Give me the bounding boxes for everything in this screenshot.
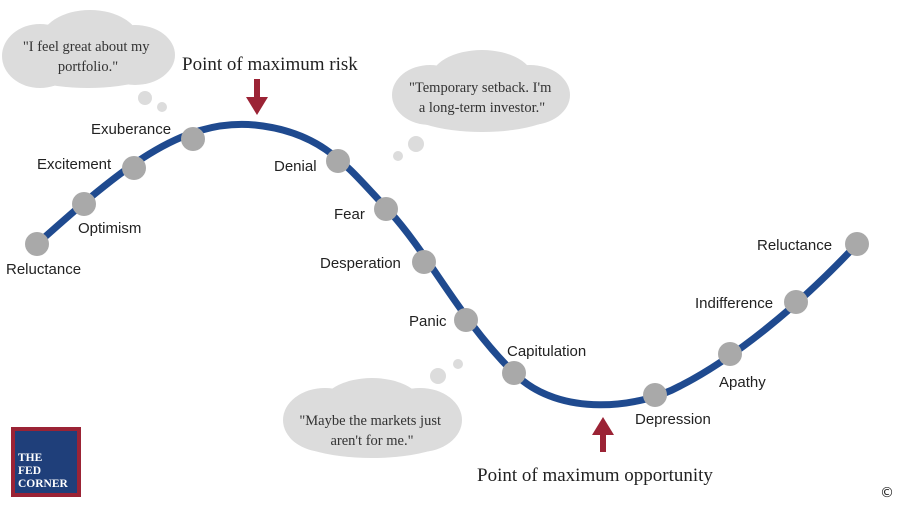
stage-dot-capitulation — [502, 361, 526, 385]
stage-dot-exuberance — [181, 127, 205, 151]
bubble-trail-dot — [393, 151, 403, 161]
down-arrow-icon — [246, 79, 268, 115]
max-opportunity-label: Point of maximum opportunity — [477, 465, 713, 486]
stage-label-fear: Fear — [334, 206, 365, 223]
stage-label-exuberance: Exuberance — [91, 121, 171, 138]
stage-dots — [25, 127, 869, 407]
stage-label-depression: Depression — [635, 411, 711, 428]
stage-dot-depression — [643, 383, 667, 407]
max-risk-label: Point of maximum risk — [182, 54, 358, 75]
stage-label-apathy: Apathy — [719, 374, 766, 391]
stage-dot-desperation — [412, 250, 436, 274]
stage-label-reluctance-start: Reluctance — [6, 261, 81, 278]
stage-label-reluctance-end: Reluctance — [757, 237, 832, 254]
bubble-trail-dot — [430, 368, 446, 384]
emotion-cycle-curve — [33, 120, 861, 409]
bubble-text: "I feel great about my portfolio." — [23, 39, 153, 75]
max-opportunity-callout: Point of maximum opportunity — [477, 417, 713, 486]
stage-label-denial: Denial — [274, 158, 317, 175]
bubble-trail-dot — [408, 136, 424, 152]
bubble-cloud — [402, 80, 562, 132]
stage-dot-apathy — [718, 342, 742, 366]
stage-dot-panic — [454, 308, 478, 332]
fed-corner-logo: THE FED CORNER — [11, 427, 81, 497]
stage-label-indifference: Indifference — [695, 295, 773, 312]
stage-label-capitulation: Capitulation — [507, 343, 586, 360]
thought-bubble-portfolio: "I feel great about my portfolio." — [2, 10, 175, 112]
bubble-trail-dot — [157, 102, 167, 112]
stage-label-desperation: Desperation — [320, 255, 401, 272]
bubble-trail-dot — [453, 359, 463, 369]
stage-dot-denial — [326, 149, 350, 173]
stage-dot-excitement — [122, 156, 146, 180]
stage-dot-indifference — [784, 290, 808, 314]
bubble-text: "Temporary setback. I'm a long-term inve… — [409, 80, 555, 116]
stage-dot-reluctance-end — [845, 232, 869, 256]
up-arrow-icon — [592, 417, 614, 452]
stage-dot-optimism — [72, 192, 96, 216]
thought-bubble-markets: "Maybe the markets just aren't for me." — [283, 359, 463, 458]
thought-bubble-setback: "Temporary setback. I'm a long-term inve… — [392, 50, 570, 161]
stage-dot-reluctance-start — [25, 232, 49, 256]
logo-inner — [15, 431, 77, 493]
bubble-text: "Maybe the markets just aren't for me." — [299, 413, 444, 449]
logo-text: THE FED CORNER — [18, 452, 69, 490]
max-risk-callout: Point of maximum risk — [182, 54, 358, 115]
bubble-cloud — [8, 36, 168, 88]
copyright-symbol: © — [880, 485, 894, 501]
stage-dot-fear — [374, 197, 398, 221]
stage-labels: Reluctance Optimism Excitement Exuberanc… — [6, 121, 832, 428]
stage-label-excitement: Excitement — [37, 156, 112, 173]
stage-label-optimism: Optimism — [78, 220, 141, 237]
bubble-trail-dot — [138, 91, 152, 105]
bubble-cloud — [288, 406, 456, 458]
stage-label-panic: Panic — [409, 313, 447, 330]
